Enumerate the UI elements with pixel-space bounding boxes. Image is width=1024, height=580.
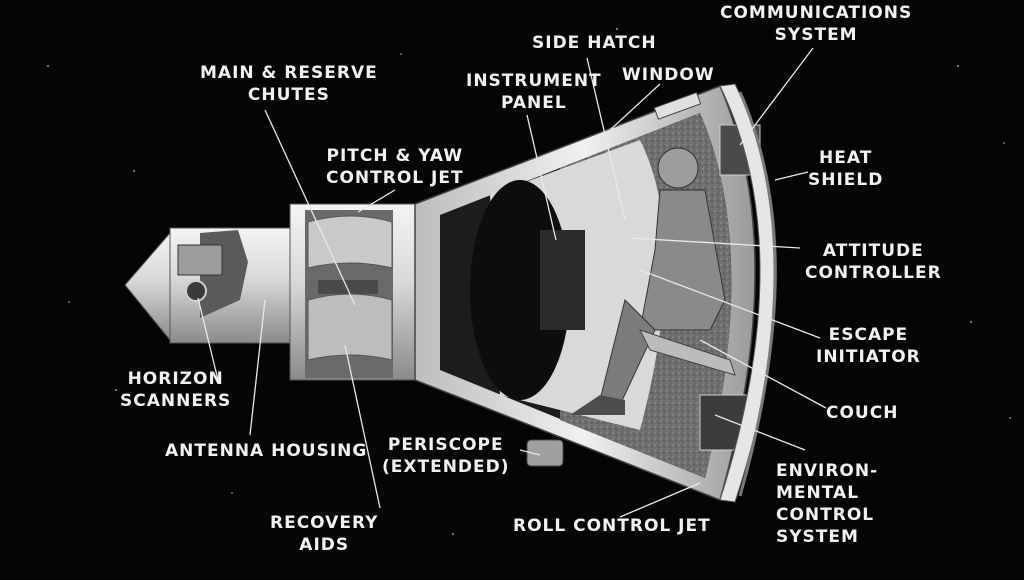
window-label: WINDOW: [622, 65, 715, 85]
periscope-label: PERISCOPE (EXTENDED): [382, 435, 510, 477]
pitch-yaw-control-jet-label: PITCH & YAW CONTROL JET: [326, 146, 464, 188]
attitude-controller-label: ATTITUDE CONTROLLER: [805, 241, 942, 283]
heat-shield-label: HEAT SHIELD: [808, 148, 884, 190]
environmental-control-system-label: ENVIRON- MENTAL CONTROL SYSTEM: [776, 461, 879, 547]
horizon-scanners-label: HORIZON SCANNERS: [120, 369, 232, 411]
instrument-panel-label: INSTRUMENT PANEL: [466, 71, 602, 113]
main-reserve-chutes-label: MAIN & RESERVE CHUTES: [200, 63, 378, 105]
side-hatch-label: SIDE HATCH: [532, 33, 657, 53]
roll-control-jet-label: ROLL CONTROL JET: [513, 516, 711, 536]
antenna-housing-label: ANTENNA HOUSING: [165, 441, 368, 461]
communications-system-label: COMMUNICATIONS SYSTEM: [720, 3, 913, 45]
couch-label: COUCH: [826, 403, 899, 423]
escape-initiator-label: ESCAPE INITIATOR: [816, 325, 921, 367]
recovery-aids-label: RECOVERY AIDS: [270, 513, 379, 555]
